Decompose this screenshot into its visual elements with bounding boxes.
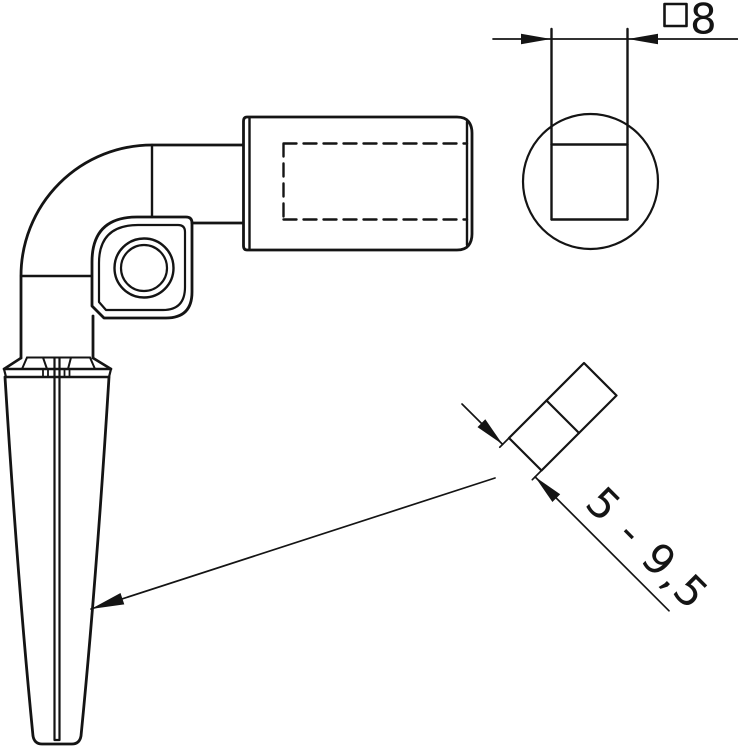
dimension-line-lower — [534, 476, 670, 612]
flare-left-edge — [2, 356, 23, 371]
square-symbol-icon — [663, 2, 688, 28]
hidden-square-hole — [282, 142, 469, 221]
spindle-range-label: 5 - 9,5 — [576, 477, 719, 620]
extension-line-upper — [498, 437, 510, 449]
square-shaft-sides — [550, 27, 629, 221]
screw-hole-inner-circle — [119, 243, 169, 293]
handle-side-view — [2, 143, 245, 746]
spindle-square-detail — [507, 361, 618, 472]
grip — [3, 356, 111, 746]
screw-hole-outer-circle — [113, 237, 175, 299]
square-socket-detail — [521, 27, 660, 251]
spindle-middle-line — [545, 399, 581, 435]
square-width-dimension: 8 — [492, 0, 738, 45]
leader-arrow — [90, 477, 496, 610]
dimension-arrow-upper — [477, 419, 503, 445]
cylinder-head — [242, 115, 474, 252]
elbow-outer-silhouette — [19, 143, 245, 360]
square-width-value: 8 — [690, 0, 717, 44]
boss-inner-contour — [97, 223, 187, 312]
dimension-arrow-left — [521, 33, 551, 45]
leader-arrowhead — [91, 593, 125, 609]
spindle-range-dimension: 5 - 9,5 — [461, 403, 719, 620]
dimension-arrow-lower — [535, 476, 561, 502]
grip-parting-lines — [53, 356, 61, 742]
flare-detail-chamfers — [21, 356, 96, 370]
flare-right-edge — [91, 356, 113, 371]
boss-outer-contour — [90, 215, 194, 320]
square-shaft-top-bottom — [550, 143, 629, 221]
dimension-arrow-right — [628, 33, 658, 45]
extension-line-lower — [531, 469, 543, 481]
socket-detail-circle — [521, 112, 660, 251]
grip-outline — [3, 375, 111, 746]
collar — [2, 356, 113, 379]
screw-boss — [90, 215, 194, 320]
leader-line — [90, 477, 496, 610]
collar-knurl-ticks — [42, 369, 71, 378]
cylinder-outline — [242, 115, 474, 252]
